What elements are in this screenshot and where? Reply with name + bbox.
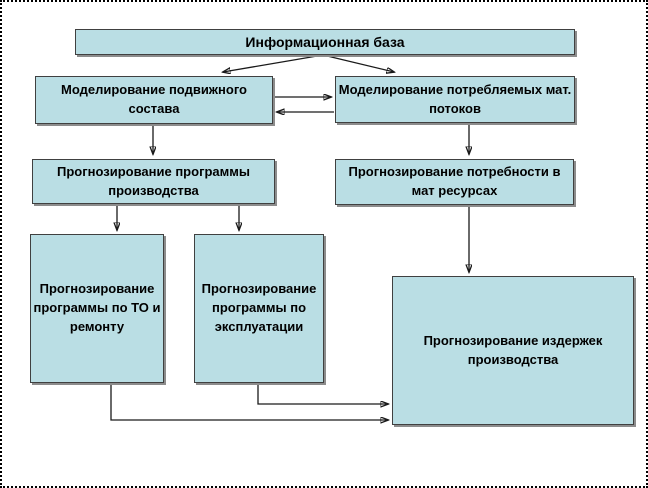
arrow-info-to-material-flows (322, 54, 394, 72)
node-forecast-material-needs: Прогнозирование потребности в мат ресурс… (335, 159, 574, 205)
node-modeling-rolling-stock: Моделирование подвижного состава (35, 76, 273, 124)
arrow-operation-to-production-costs (257, 383, 388, 404)
node-forecast-maintenance-program: Прогнозирование программы по ТО и ремонт… (30, 234, 164, 383)
node-forecast-production-program: Прогнозирование программы производства (32, 159, 275, 204)
node-forecast-maintenance-program-label: Прогнозирование программы по ТО и ремонт… (33, 281, 161, 334)
node-forecast-production-costs-label: Прогнозирование издержек производства (423, 332, 603, 367)
node-information-base-label: Информационная база (245, 33, 405, 50)
node-forecast-production-program-label: Прогнозирование программы производства (57, 163, 250, 198)
node-information-base: Информационная база (75, 29, 575, 55)
arrow-maintenance-to-production-costs (110, 383, 388, 420)
node-forecast-material-needs-label: Прогнозирование потребности в мат ресурс… (348, 164, 561, 198)
node-forecast-operation-program: Прогнозирование программы по эксплуатаци… (194, 234, 324, 383)
node-modeling-material-flows-label: Моделирование потребляемых мат. потоков (338, 81, 572, 116)
node-forecast-production-costs: Прогнозирование издержек производства (392, 276, 634, 425)
node-modeling-rolling-stock-label: Моделирование подвижного состава (61, 82, 247, 116)
arrow-info-to-rolling-stock (223, 54, 324, 72)
node-modeling-material-flows: Моделирование потребляемых мат. потоков (335, 76, 575, 123)
node-forecast-operation-program-label: Прогнозирование программы по эксплуатаци… (201, 281, 317, 334)
